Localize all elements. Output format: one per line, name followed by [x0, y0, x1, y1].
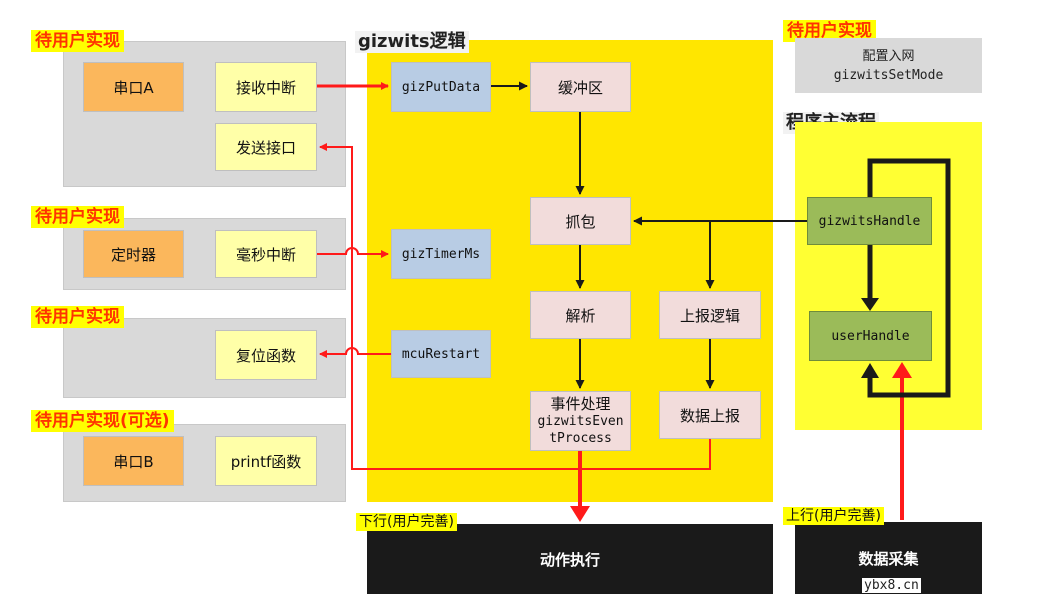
config-line1: 配置入网 — [862, 48, 915, 64]
watermark: ybx8.cn — [862, 578, 921, 593]
config-line2: gizwitsSetMode — [833, 67, 944, 83]
printf-func-box: printf函数 — [215, 436, 317, 486]
user-impl-label-right: 待用户实现 — [783, 20, 876, 42]
mcu-restart-box: mcuRestart — [391, 330, 491, 378]
loop-outer — [867, 158, 951, 398]
arrow-event-to-action-head — [570, 506, 590, 522]
capture-box: 抓包 — [530, 197, 631, 245]
arrow-datareport-to-send — [319, 143, 711, 470]
action-exec-box: 动作执行 — [367, 524, 773, 594]
gizwits-logic-title: gizwits逻辑 — [355, 31, 469, 53]
event-process-line2: gizwitsEven — [537, 413, 624, 429]
rx-interrupt-box: 接收中断 — [215, 62, 317, 112]
config-box: 配置入网 gizwitsSetMode — [795, 38, 982, 93]
down-flow-label: 下行(用户完善) — [356, 513, 457, 531]
user-impl-label-4: 待用户实现(可选) — [31, 410, 174, 432]
reset-func-box: 复位函数 — [215, 330, 317, 380]
user-impl-label-3: 待用户实现 — [31, 306, 124, 328]
main-flow-panel — [795, 122, 982, 430]
send-interface-box: 发送接口 — [215, 123, 317, 171]
uart-a-box: 串口A — [83, 62, 184, 112]
event-process-box: 事件处理 gizwitsEven tProcess — [530, 391, 631, 451]
loop-user-back — [867, 376, 878, 398]
loop-handle-to-user-head — [861, 298, 879, 311]
report-logic-box: 上报逻辑 — [659, 291, 761, 339]
ms-interrupt-box: 毫秒中断 — [215, 230, 317, 278]
parse-box: 解析 — [530, 291, 631, 339]
buffer-box: 缓冲区 — [530, 62, 631, 112]
giz-timer-ms-box: gizTimerMs — [391, 229, 491, 279]
giz-put-data-box: gizPutData — [391, 62, 491, 112]
arrow-restart-to-reset — [319, 347, 391, 358]
event-process-line3: tProcess — [549, 430, 612, 446]
user-impl-label-2: 待用户实现 — [31, 206, 124, 228]
timer-box: 定时器 — [83, 230, 184, 278]
gizwits-handle-box: gizwitsHandle — [807, 197, 932, 245]
user-impl-label-1: 待用户实现 — [31, 30, 124, 52]
arrow-collect-to-userhandle-head — [892, 362, 912, 378]
event-process-line1: 事件处理 — [550, 394, 611, 413]
up-flow-label: 上行(用户完善) — [783, 507, 884, 525]
data-report-box: 数据上报 — [659, 391, 761, 439]
user-handle-box: userHandle — [809, 311, 932, 361]
uart-b-box: 串口B — [83, 436, 184, 486]
loop-user-back-head — [861, 363, 879, 378]
